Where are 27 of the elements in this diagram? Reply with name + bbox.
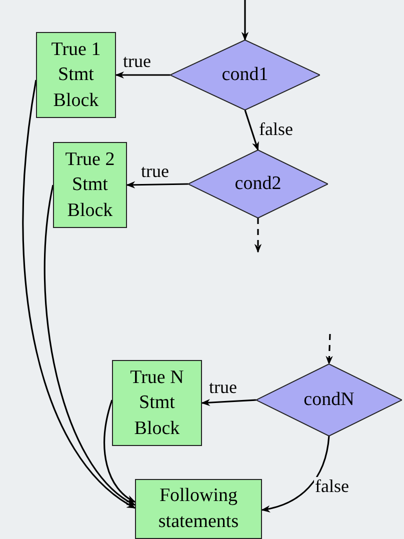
arrow: [261, 436, 330, 512]
node-label: cond2: [234, 172, 282, 196]
arrow: [201, 398, 256, 406]
edge-label: false: [314, 477, 350, 495]
node-label: Following statements: [157, 484, 240, 534]
arrow: [22, 80, 136, 509]
process-box: [53, 142, 127, 228]
arrow: [115, 71, 170, 79]
node-label: cond1: [222, 63, 268, 88]
node-label: condN: [304, 388, 354, 412]
process-box: [112, 360, 202, 446]
process-box: [36, 32, 116, 118]
node-label: True 1 Stmt Block: [50, 38, 102, 113]
arrow: [244, 110, 259, 151]
arrow: [241, 0, 249, 41]
edge-label: false: [258, 120, 294, 138]
node-label: True N Stmt Block: [129, 366, 185, 441]
decision-diamond: [170, 40, 320, 110]
arrow: [44, 184, 136, 506]
decision-diamond: [256, 364, 402, 436]
node-label: True 2 Stmt Block: [64, 148, 116, 223]
arrow: [254, 218, 262, 253]
decision-diamond: [188, 150, 328, 218]
arrow: [104, 400, 136, 503]
arrow: [326, 334, 333, 365]
arrow: [126, 181, 188, 188]
process-box: [135, 479, 262, 539]
